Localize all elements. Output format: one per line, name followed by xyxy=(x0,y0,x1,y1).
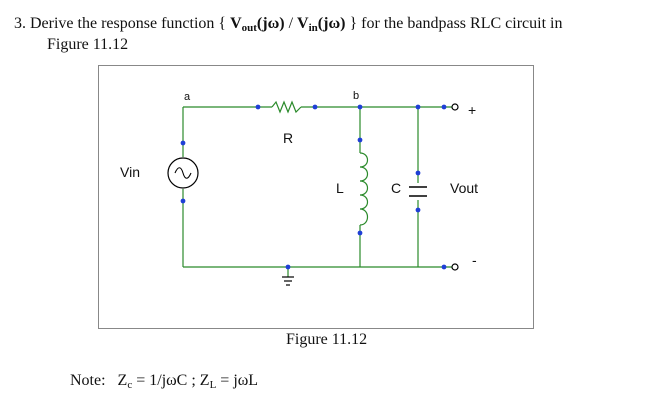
node-l-bottom xyxy=(357,230,363,236)
question-prefix: Derive the response function { xyxy=(30,15,227,32)
node-c-top xyxy=(415,170,421,176)
vin-symbol: Vin(jω) xyxy=(297,15,346,34)
node-ground xyxy=(285,264,291,270)
ground-symbol xyxy=(282,276,294,286)
circuit-diagram: a b R L C Vin Vout + - xyxy=(120,90,478,286)
note-text: Note: Zc = 1/jωC ; ZL = jωL xyxy=(70,372,259,391)
zc-symbol: Zc xyxy=(117,372,133,391)
label-capacitor: C xyxy=(391,180,401,196)
node-r-left xyxy=(255,104,261,110)
label-plus: + xyxy=(468,102,476,118)
vout-symbol: Vout(jω) xyxy=(230,15,285,34)
node-l-top xyxy=(357,137,363,143)
node-source-top xyxy=(180,140,186,146)
label-source: Vin xyxy=(120,164,140,180)
node-out-top xyxy=(441,104,447,110)
label-resistor: R xyxy=(283,130,293,146)
node-r-right xyxy=(312,104,318,110)
question-line2: Figure 11.12 xyxy=(47,36,129,53)
question-suffix: } for the bandpass RLC circuit in xyxy=(349,15,563,32)
question-text: 3. Derive the response function { Vout(j… xyxy=(14,14,562,54)
node-c-bottom xyxy=(415,207,421,213)
note-prefix: Note: xyxy=(70,372,106,389)
resistor-symbol xyxy=(271,100,302,114)
zc-expression: = 1/jωC ; xyxy=(136,372,196,389)
node-b xyxy=(357,104,363,110)
nodes xyxy=(180,104,447,270)
zl-expression: = jωL xyxy=(220,372,259,389)
zl-symbol: ZL xyxy=(199,372,217,391)
node-c-top-junction xyxy=(415,104,421,110)
inductor-symbol xyxy=(359,152,369,226)
figure-frame xyxy=(98,65,534,329)
fraction-slash: / xyxy=(288,15,294,32)
label-inductor: L xyxy=(336,180,344,196)
wires xyxy=(182,106,455,277)
output-terminal-top xyxy=(451,103,459,111)
node-source-bottom xyxy=(180,198,186,204)
question-number: 3. xyxy=(14,15,26,32)
figure-caption: Figure 11.12 xyxy=(286,331,368,348)
node-out-bottom xyxy=(441,264,447,270)
output-terminal-bottom xyxy=(451,263,459,271)
label-node-b: b xyxy=(353,90,359,102)
label-minus: - xyxy=(472,252,477,268)
label-output: Vout xyxy=(450,180,478,196)
label-node-a: a xyxy=(184,91,191,103)
sine-glyph xyxy=(174,167,192,179)
